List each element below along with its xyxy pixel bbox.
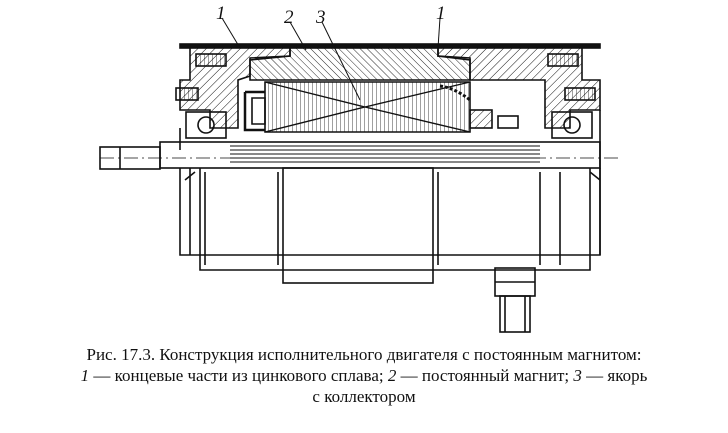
legend-num-3: 3 — [573, 366, 582, 385]
permanent-magnet — [249, 45, 471, 81]
legend-num-1: 1 — [80, 366, 90, 385]
caption-tail: с коллектором — [312, 387, 416, 406]
caption-legend: 1 — концевые части из цинкового сплава; … — [0, 365, 728, 386]
callout-2: 2 — [284, 7, 294, 28]
legend-text-1: — концевые части из цинкового сплава; — [89, 366, 388, 385]
legend-num-2: 2 — [387, 366, 397, 385]
leader-1-right — [437, 17, 441, 49]
caption-title: Рис. 17.3. Конструкция исполнительного д… — [86, 345, 642, 364]
callout-1-right: 1 — [436, 3, 446, 24]
motor-cross-section — [99, 17, 620, 333]
figure-caption: Рис. 17.3. Конструкция исполнительного д… — [0, 344, 728, 407]
legend-text-3: — якорь — [581, 366, 648, 385]
callout-3: 3 — [316, 7, 326, 28]
leader-3 — [321, 21, 361, 101]
leader-2 — [289, 21, 307, 51]
leader-1-left — [221, 17, 241, 49]
callout-1-left: 1 — [216, 3, 226, 24]
motor-drawing: 1 2 3 1 — [99, 3, 620, 333]
legend-text-2: — постоянный магнит; — [396, 366, 574, 385]
